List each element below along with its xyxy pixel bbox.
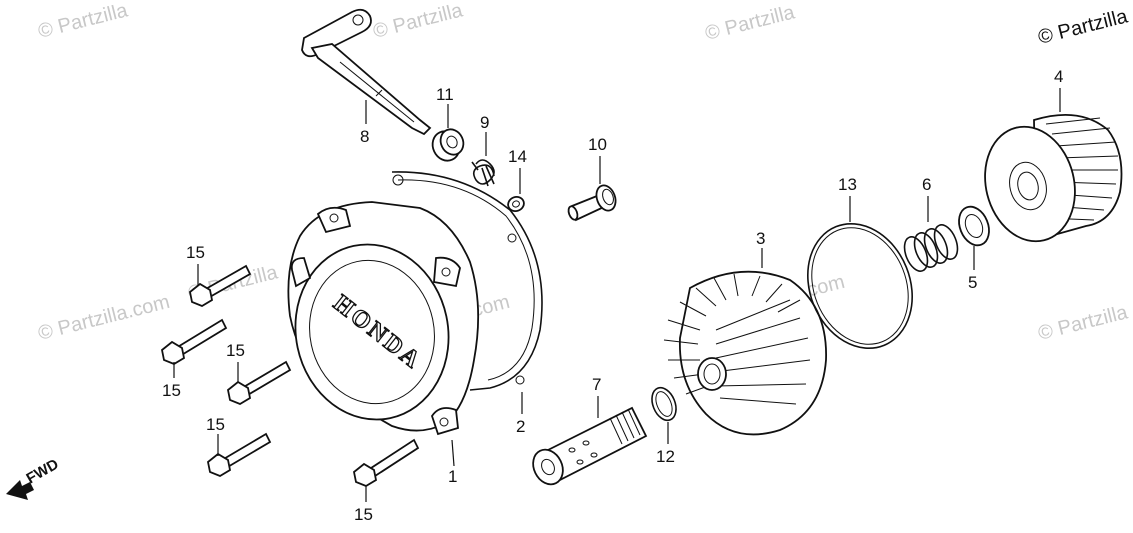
part-9-return-spring[interactable]: [471, 159, 495, 187]
part-3-filter-cover[interactable]: [663, 270, 827, 436]
callout-number: 4: [1054, 67, 1063, 86]
bolt[interactable]: [207, 432, 272, 478]
callout-number: 15: [354, 505, 373, 524]
callout-number: 1: [448, 467, 457, 486]
callout-number: 15: [226, 341, 245, 360]
callout-number: 13: [838, 175, 857, 194]
callout-2: 2: [516, 392, 525, 436]
callout-15: 15: [162, 362, 181, 400]
callout-number: 15: [206, 415, 225, 434]
part-4-filter-element[interactable]: [973, 113, 1123, 251]
callout-5: 5: [968, 246, 977, 292]
callout-8: 8: [360, 100, 369, 146]
callout-3: 3: [756, 229, 765, 268]
callout-number: 2: [516, 417, 525, 436]
callout-number: 6: [922, 175, 931, 194]
watermark: © Partzilla: [371, 0, 466, 43]
callout-number: 11: [436, 85, 454, 104]
copyright-notice: © Partzilla: [1036, 5, 1131, 49]
callout-number: 8: [360, 127, 369, 146]
bolt[interactable]: [353, 438, 420, 488]
part-12-o-ring[interactable]: [647, 384, 680, 424]
callout-labels: 1 2 3 4 5 6 7 8: [162, 67, 1063, 524]
watermark: © Partzilla.com: [36, 291, 172, 345]
part-15-bolts[interactable]: [161, 264, 420, 488]
part-8-lifter-arm[interactable]: [301, 8, 432, 136]
callout-number: 15: [186, 243, 205, 262]
part-13-o-ring[interactable]: [790, 208, 931, 364]
fwd-arrow-icon: FWD: [6, 456, 62, 500]
watermark: © Partzilla: [36, 0, 131, 43]
callout-13: 13: [838, 175, 857, 222]
callout-15: 15: [186, 243, 205, 286]
callout-11: 11: [436, 85, 454, 128]
watermark: © Partzilla: [703, 1, 798, 45]
callout-number: 10: [588, 135, 607, 154]
fwd-label: FWD: [24, 456, 62, 488]
part-7-center-bolt[interactable]: [528, 406, 648, 489]
callout-number: 9: [480, 113, 489, 132]
callout-14: 14: [508, 147, 527, 194]
callout-number: 12: [656, 447, 675, 466]
bolt[interactable]: [227, 360, 292, 406]
part-1-clutch-cover[interactable]: HONDA: [279, 201, 480, 436]
callout-15: 15: [354, 486, 373, 524]
part-14-small-washer[interactable]: [506, 195, 526, 214]
callout-number: 3: [756, 229, 765, 248]
callout-10: 10: [588, 135, 607, 184]
part-6-spring[interactable]: [900, 222, 962, 275]
callout-number: 5: [968, 273, 977, 292]
watermark: © Partzilla: [1036, 301, 1131, 345]
callout-number: 14: [508, 147, 527, 166]
part-11-oil-seal[interactable]: [428, 126, 468, 166]
part-2-gasket[interactable]: [391, 171, 543, 391]
callout-number: 7: [592, 375, 601, 394]
callout-6: 6: [922, 175, 931, 222]
callout-15: 15: [226, 341, 245, 382]
callout-15: 15: [206, 415, 225, 456]
callout-9: 9: [480, 113, 489, 156]
callout-number: 15: [162, 381, 181, 400]
part-10-dowel-pin[interactable]: [567, 183, 619, 222]
part-5-washer[interactable]: [954, 202, 995, 250]
callout-1: 1: [448, 439, 457, 486]
bolt[interactable]: [161, 318, 228, 366]
callout-12: 12: [656, 422, 675, 466]
callout-4: 4: [1054, 67, 1063, 112]
callout-7: 7: [592, 375, 601, 418]
bolt[interactable]: [189, 264, 252, 308]
